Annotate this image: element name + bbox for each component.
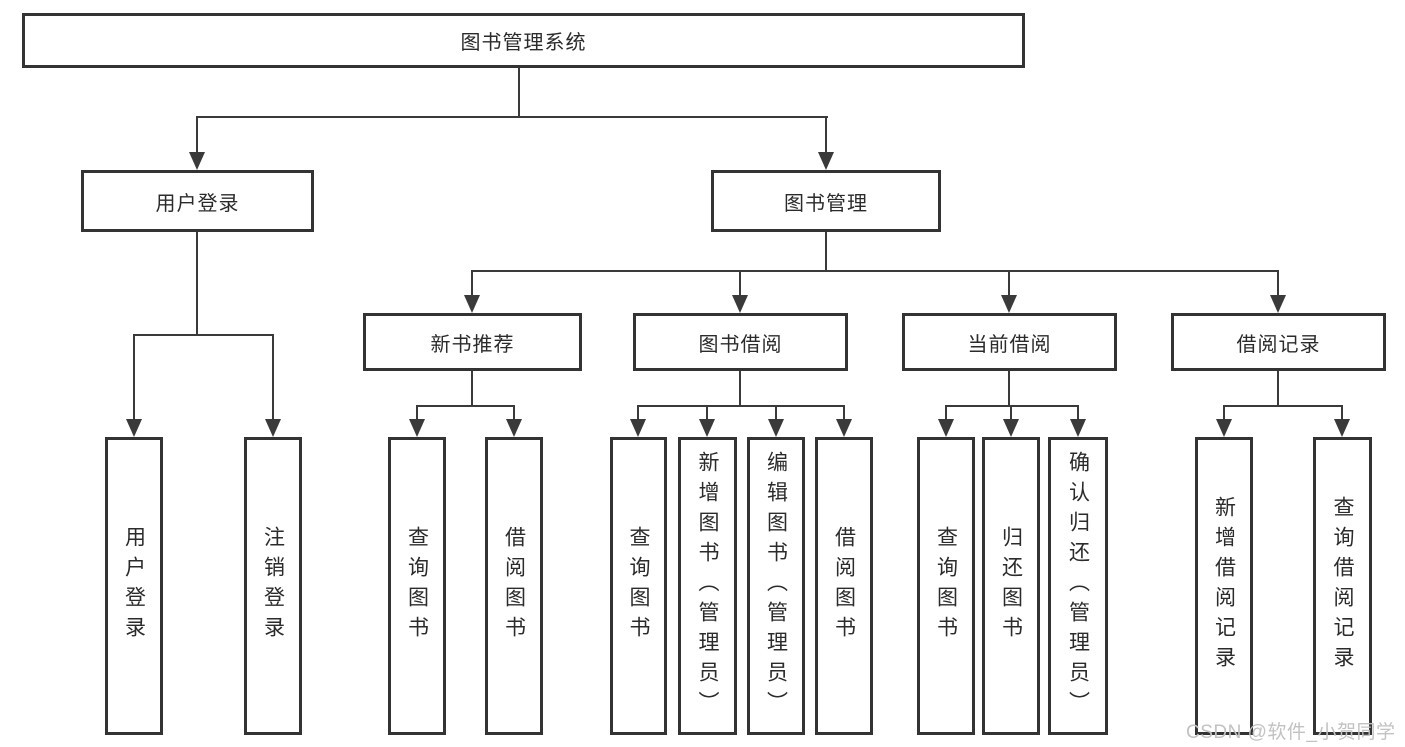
connector-drop-leaf — [1341, 405, 1343, 421]
connector-drop-book-mgmt — [825, 116, 827, 154]
leaf-label: 查询图书 — [405, 526, 429, 646]
connector-drop-leaf — [513, 405, 515, 421]
leaf-query-borrow-record: 查询借阅记录 — [1313, 437, 1372, 735]
leaf-label: 注销登录 — [261, 526, 285, 646]
leaf-label: 借阅图书 — [832, 526, 856, 646]
leaf-user-login: 用户登录 — [105, 437, 163, 735]
leaf-query-books-current: 查询图书 — [917, 437, 975, 735]
arrow-down-icon — [409, 419, 425, 437]
node-label: 新书推荐 — [430, 333, 515, 356]
leaf-label: 查询图书 — [934, 526, 958, 646]
leaf-query-books-borrow: 查询图书 — [610, 437, 667, 735]
arrow-down-icon — [506, 419, 522, 437]
leaf-label: 借阅图书 — [502, 526, 526, 646]
node-label: 当前借阅 — [967, 333, 1052, 356]
arrow-down-icon — [732, 295, 748, 313]
connector-root-rail — [196, 116, 828, 118]
leaf-label: 编辑图书（管理员） — [764, 451, 788, 721]
leaf-return-books: 归还图书 — [982, 437, 1040, 735]
connector-drop-user-login — [196, 116, 198, 154]
arrow-down-icon — [1003, 419, 1019, 437]
connector-drop-leaf — [1010, 405, 1012, 421]
connector-drop-book-borrow — [739, 270, 741, 297]
node-label: 用户登录 — [155, 192, 240, 215]
connector-stem — [1008, 371, 1010, 406]
connector-book-mgmt-rail — [471, 270, 1279, 272]
leaf-add-books-admin: 新增图书（管理员） — [678, 437, 737, 735]
leaf-query-books-recommend: 查询图书 — [388, 437, 446, 735]
arrow-down-icon — [1216, 419, 1232, 437]
leaf-label: 新增图书（管理员） — [696, 451, 719, 721]
leaf-label: 查询图书 — [627, 526, 650, 646]
node-label: 图书借阅 — [698, 333, 783, 356]
leaf-label: 查询借阅记录 — [1331, 496, 1354, 676]
arrow-down-icon — [189, 152, 205, 170]
leaf-label: 归还图书 — [999, 526, 1023, 646]
connector-drop-leaf — [272, 334, 274, 421]
connector-user-login-rail — [133, 334, 274, 336]
arrow-down-icon — [265, 419, 281, 437]
node-borrow-record: 借阅记录 — [1171, 313, 1386, 371]
connector-rail — [637, 405, 845, 407]
connector-drop-leaf — [133, 334, 135, 421]
connector-drop-leaf — [706, 405, 708, 421]
node-book-management: 图书管理 — [711, 170, 941, 232]
arrow-down-icon — [126, 419, 142, 437]
node-user-login: 用户登录 — [81, 170, 314, 232]
leaf-edit-books-admin: 编辑图书（管理员） — [747, 437, 805, 735]
leaf-label: 确认归还（管理员） — [1066, 451, 1090, 721]
arrow-down-icon — [1270, 295, 1286, 313]
arrow-down-icon — [464, 295, 480, 313]
connector-stem — [739, 371, 741, 406]
leaf-borrow-books: 借阅图书 — [815, 437, 873, 735]
connector-book-mgmt-stem — [825, 232, 827, 271]
connector-drop-leaf — [945, 405, 947, 421]
connector-drop-current-borrow — [1008, 270, 1010, 297]
connector-rail — [945, 405, 1079, 407]
connector-drop-new-book — [471, 270, 473, 297]
connector-rail — [1223, 405, 1343, 407]
connector-drop-leaf — [1223, 405, 1225, 421]
connector-stem — [1277, 371, 1279, 406]
connector-drop-leaf — [775, 405, 777, 421]
arrow-down-icon — [1334, 419, 1350, 437]
leaf-logout: 注销登录 — [244, 437, 302, 735]
arrow-down-icon — [938, 419, 954, 437]
node-root-label: 图书管理系统 — [460, 32, 587, 54]
connector-root-stem — [518, 68, 520, 118]
connector-drop-borrow-record — [1277, 270, 1279, 297]
node-book-borrow: 图书借阅 — [633, 313, 848, 371]
arrow-down-icon — [818, 152, 834, 170]
arrow-down-icon — [1070, 419, 1086, 437]
connector-rail — [416, 405, 515, 407]
node-root: 图书管理系统 — [22, 13, 1025, 68]
arrow-down-icon — [768, 419, 784, 437]
arrow-down-icon — [836, 419, 852, 437]
connector-drop-leaf — [416, 405, 418, 421]
connector-drop-leaf — [843, 405, 845, 421]
leaf-label: 用户登录 — [122, 526, 146, 646]
arrow-down-icon — [699, 419, 715, 437]
leaf-borrow-books-recommend: 借阅图书 — [485, 437, 543, 735]
node-current-borrow: 当前借阅 — [902, 313, 1117, 371]
connector-drop-leaf — [1077, 405, 1079, 421]
csdn-watermark: CSDN @软件_小贺同学 — [1186, 722, 1396, 743]
connector-stem — [471, 371, 473, 406]
arrow-down-icon — [1001, 295, 1017, 313]
leaf-add-borrow-record: 新增借阅记录 — [1195, 437, 1253, 735]
leaf-confirm-return-admin: 确认归还（管理员） — [1048, 437, 1108, 735]
node-new-book-recommend: 新书推荐 — [363, 313, 582, 371]
connector-drop-leaf — [637, 405, 639, 421]
arrow-down-icon — [630, 419, 646, 437]
node-label: 图书管理 — [784, 192, 868, 215]
node-label: 借阅记录 — [1236, 333, 1321, 356]
leaf-label: 新增借阅记录 — [1212, 496, 1236, 676]
connector-user-login-stem — [196, 232, 198, 335]
